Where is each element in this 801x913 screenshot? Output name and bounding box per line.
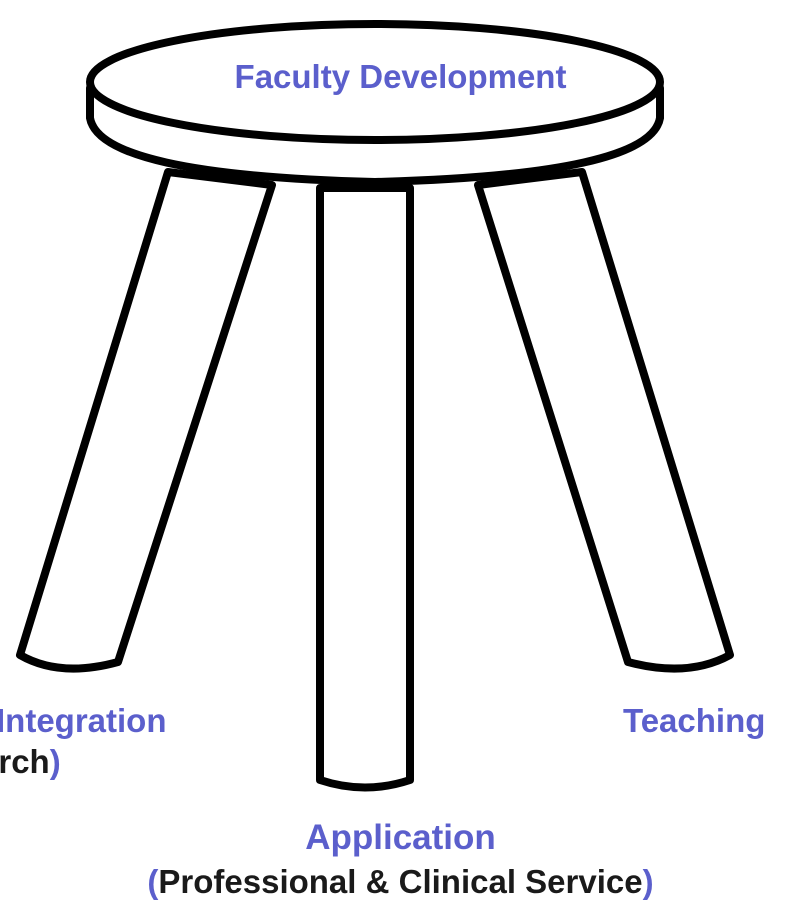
center-leg-sublabel-open-paren: (	[147, 863, 159, 900]
center-leg-label: Application	[305, 818, 496, 857]
stool-leg-left	[16, 168, 276, 673]
right-leg-label: Teaching	[623, 702, 766, 739]
left-leg-label: Integration	[0, 702, 167, 739]
left-leg-sublabel-close-paren: )	[49, 743, 61, 780]
left-leg-sublabel-text: arch	[0, 743, 50, 780]
seat-label: Faculty Development	[234, 58, 567, 95]
center-leg-sublabel-close-paren: )	[642, 863, 654, 900]
stool-leg-right	[474, 168, 734, 673]
stool-leg-center	[316, 184, 414, 792]
stool-seat-top	[86, 20, 664, 144]
center-leg-sublabel-text: Professional & Clinical Service	[158, 863, 643, 900]
left-leg-sublabel: arch)	[0, 745, 61, 778]
center-leg-sublabel: (Professional & Clinical Service)	[0, 865, 801, 898]
